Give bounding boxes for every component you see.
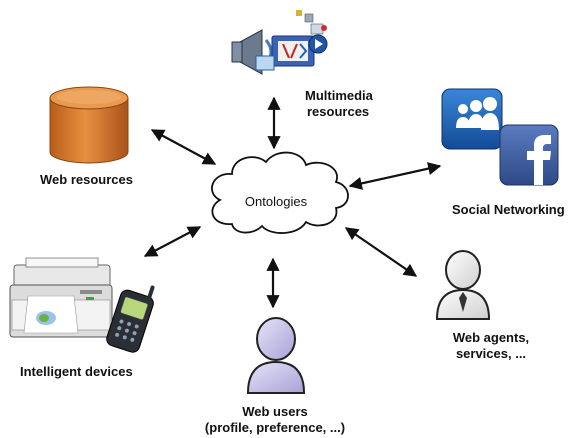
ontologies-label: Ontologies xyxy=(244,194,308,209)
multimedia-icon xyxy=(231,10,328,75)
multimedia-label: Multimedia resources xyxy=(305,88,373,120)
arrow-agents xyxy=(344,227,418,277)
arrow-social xyxy=(348,162,442,190)
multimedia-label-line2: resources xyxy=(307,104,370,119)
printer-and-phone-icon xyxy=(9,257,155,353)
web-users-label-line1: Web users xyxy=(242,404,308,419)
web-resources-label: Web resources xyxy=(40,172,133,187)
web-agents-label-line2: services, ... xyxy=(455,346,527,361)
connector-arrows xyxy=(143,96,442,309)
web-agents-label-line1: Web agents, xyxy=(452,330,530,345)
social-network-icons xyxy=(441,88,559,186)
web-agents-label: Web agents, services, ... xyxy=(446,330,536,362)
intelligent-devices-label: Intelligent devices xyxy=(20,364,133,379)
multimedia-label-line1: Multimedia xyxy=(305,88,373,103)
web-users-label: Web users (profile, preference, ...) xyxy=(183,404,367,436)
user-person-icon xyxy=(246,317,306,394)
web-users-label-line2: (profile, preference, ...) xyxy=(204,420,346,435)
arrow-web-resources xyxy=(150,129,217,165)
agent-person-with-tie-icon xyxy=(435,250,491,320)
arrow-devices xyxy=(143,226,202,257)
ontologies-cloud xyxy=(211,151,349,234)
social-networking-label: Social Networking xyxy=(452,202,565,217)
database-cylinder-icon xyxy=(49,86,129,164)
